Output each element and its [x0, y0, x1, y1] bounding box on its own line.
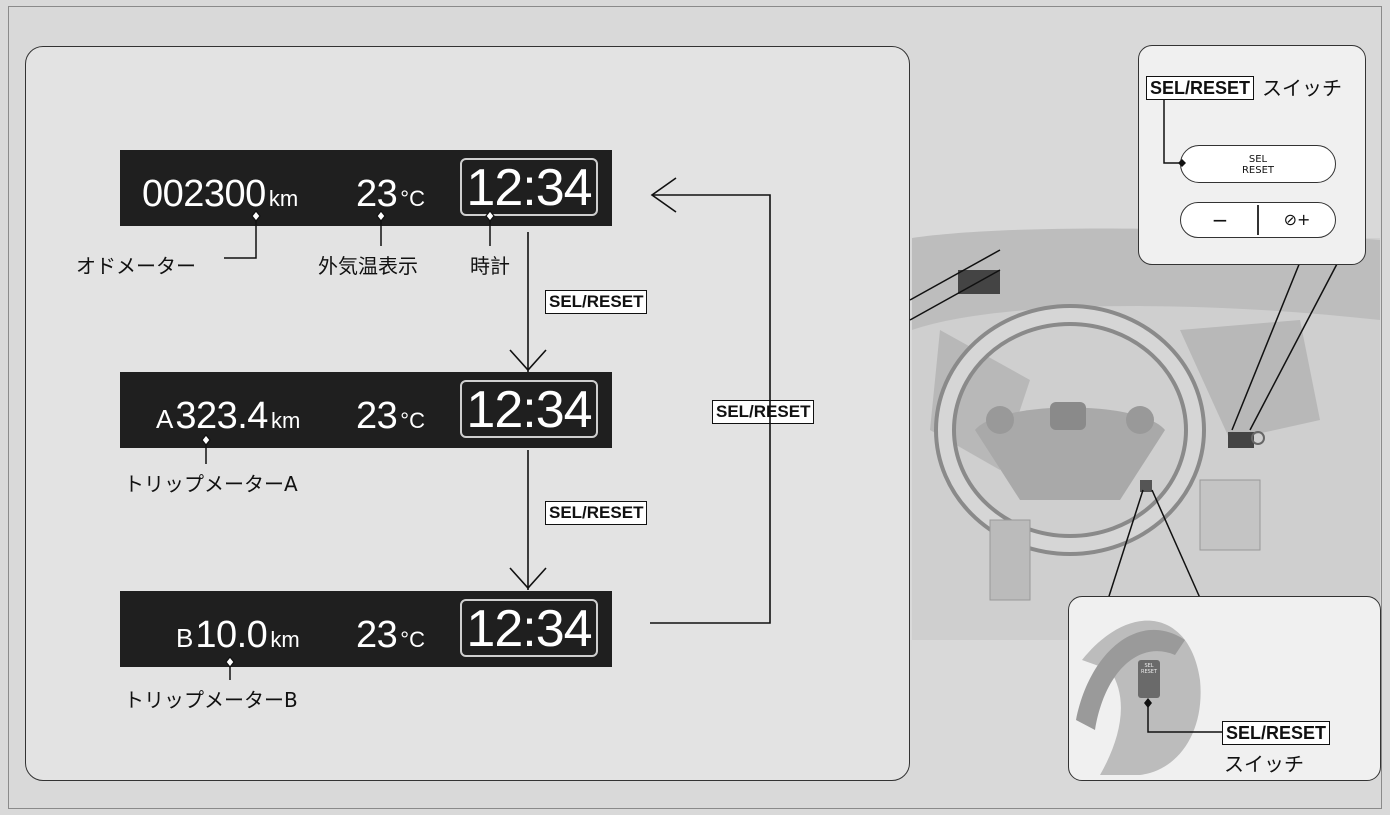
odometer-label: オドメーター: [76, 254, 196, 278]
sel-reset-button[interactable]: SEL RESET: [1180, 145, 1336, 183]
temp-unit: °C: [400, 627, 425, 652]
trip-b-value: 10.0: [195, 614, 268, 656]
temp-value: 23: [356, 395, 398, 437]
trip-a-value: 323.4: [175, 395, 268, 437]
callout-marker: [201, 434, 211, 446]
temp-value: 23: [356, 614, 398, 656]
clock-value: 12:34: [460, 380, 598, 438]
odometer-unit: km: [268, 186, 299, 211]
switch-tag: SEL/RESET: [1146, 76, 1255, 100]
honda-logo-icon: [1050, 402, 1086, 430]
sel-reset-flow-label: SEL/RESET: [545, 501, 648, 525]
minus-button[interactable]: −: [1211, 208, 1229, 232]
odometer-value: 002300: [142, 173, 266, 215]
wheel-tag: SEL/RESET: [1222, 721, 1331, 745]
callout-marker: [251, 210, 261, 222]
callout-marker: [225, 656, 235, 668]
trip-b-label: トリップメーターB: [124, 688, 298, 712]
temp-unit: °C: [400, 186, 425, 211]
return-arrow: [650, 194, 771, 624]
clock-value: 12:34: [460, 158, 598, 216]
minus-plus-switch: − ⊘+: [1180, 202, 1336, 238]
callout-marker: [485, 210, 495, 222]
switch-suffix: スイッチ: [1262, 76, 1342, 100]
car-interior-illustration: [912, 228, 1380, 640]
temp-unit: °C: [400, 408, 425, 433]
plus-button[interactable]: ⊘+: [1283, 210, 1311, 229]
trip-a-unit: km: [270, 408, 301, 433]
callout-marker: [376, 210, 386, 222]
trip-a-prefix: A: [156, 404, 174, 434]
clock-label: 時計: [470, 254, 510, 278]
switch-divider: [1257, 205, 1259, 235]
sel-reset-button-line1: SEL: [1248, 154, 1268, 165]
temp-value: 23: [356, 173, 398, 215]
sel-reset-button-line2: RESET: [1241, 165, 1275, 176]
clock-value: 12:34: [460, 599, 598, 657]
page-frame: [8, 6, 1382, 809]
trip-b-prefix: B: [176, 623, 194, 653]
temp-label: 外気温表示: [318, 254, 418, 278]
sel-reset-flow-label: SEL/RESET: [712, 400, 815, 424]
wheel-suffix: スイッチ: [1224, 752, 1304, 776]
trip-b-unit: km: [270, 627, 300, 652]
trip-a-label: トリップメーターA: [124, 472, 298, 496]
sel-reset-flow-label: SEL/RESET: [545, 290, 648, 314]
